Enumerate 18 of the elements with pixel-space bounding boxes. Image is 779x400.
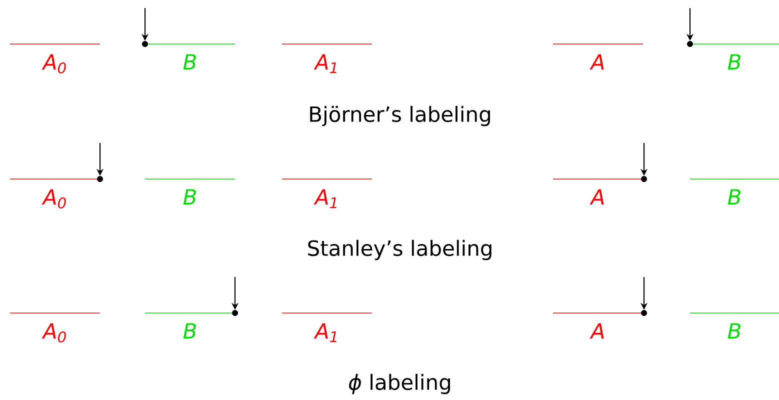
caption-text: Stanley’s labeling xyxy=(308,240,492,260)
segment-label: A xyxy=(590,323,604,339)
segment-label: A$_{0}$ xyxy=(42,323,66,342)
segment-label: B xyxy=(183,54,196,70)
segment-label: B xyxy=(728,323,740,339)
segment-label: A xyxy=(590,189,604,205)
segment-label: B xyxy=(183,323,196,339)
segment-label: B xyxy=(728,54,740,70)
segment-label: A$_{1}$ xyxy=(314,54,336,74)
segment-label: A$_{1}$ xyxy=(314,189,336,208)
segment-label: A xyxy=(590,54,604,70)
segment-label: A$_{0}$ xyxy=(42,189,66,208)
caption-text: Björner’s labeling xyxy=(310,106,490,126)
segment-label: A$_{1}$ xyxy=(314,323,336,342)
segment-label: A$_{0}$ xyxy=(42,54,66,74)
segment-label: B xyxy=(183,189,196,205)
segment-label: B xyxy=(728,189,740,205)
caption-text: ϕ labeling xyxy=(349,374,450,394)
